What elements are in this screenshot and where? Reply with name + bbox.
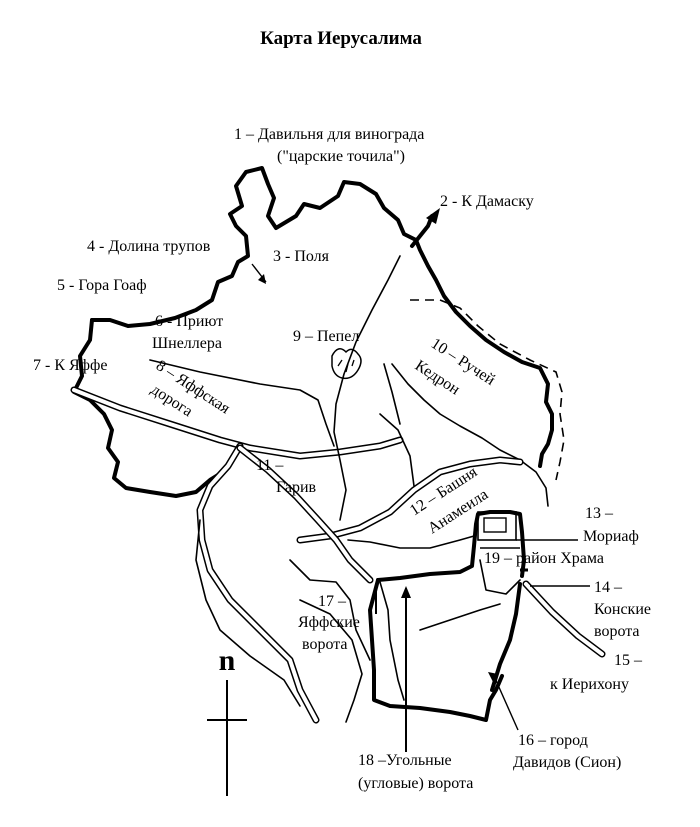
pointer-arrow-icon xyxy=(258,274,266,284)
label-5: 5 - Гора Гоаф xyxy=(57,277,147,294)
outer-boundary xyxy=(90,166,554,468)
dashed-line xyxy=(410,299,565,481)
label-2: 2 - К Дамаску xyxy=(440,193,534,210)
label-19: 19 – район Храма xyxy=(484,550,604,567)
label-16-line1: 16 – город xyxy=(518,732,588,749)
label-11-line1: 11 – xyxy=(256,457,284,474)
label-15-line1: 15 – xyxy=(614,652,643,669)
label-6-line2: Шнеллера xyxy=(152,335,222,352)
damascus-arrow-icon xyxy=(426,208,440,224)
city-wall xyxy=(376,510,526,582)
label-17-line3: ворота xyxy=(302,636,348,653)
map-title: Карта Иерусалима xyxy=(260,28,422,49)
label-18-line1: 18 –Угольные xyxy=(358,752,452,769)
label-11-line2: Гарив xyxy=(276,479,317,496)
label-13-line1: 13 – xyxy=(585,505,614,522)
outer-boundary-west xyxy=(72,318,234,498)
label-15-line2: к Иерихону xyxy=(550,676,629,693)
city-wall-south xyxy=(368,578,504,722)
label-3: 3 - Поля xyxy=(273,248,330,265)
label-14-line3: ворота xyxy=(594,623,640,640)
label-17-line2: Яффские xyxy=(298,614,360,631)
north-letter: n xyxy=(219,644,236,677)
label-9: 9 – Пепел xyxy=(293,328,359,345)
damascus-route xyxy=(410,214,434,248)
north-road xyxy=(333,255,401,521)
label-16-line2: Давидов (Сион) xyxy=(513,754,621,771)
label-6-line1: 6 - Приют xyxy=(155,313,223,330)
label-18-line2: (угловые) ворота xyxy=(358,775,473,792)
temple-area xyxy=(477,511,517,541)
label-14-line1: 14 – xyxy=(594,579,623,596)
label-1-line2: ("царские точила") xyxy=(277,148,405,165)
label-7: 7 - К Яффе xyxy=(33,357,107,374)
label-1-line1: 1 – Давильня для винограда xyxy=(234,126,424,143)
label-14-line2: Конские xyxy=(594,601,651,618)
label-4: 4 - Долина трупов xyxy=(87,238,211,255)
label-13-line2: Мориаф xyxy=(583,528,639,545)
label-17-line1: 17 – xyxy=(318,593,347,610)
kidron-stream xyxy=(391,363,549,507)
ash-symbol-icon xyxy=(331,348,362,380)
